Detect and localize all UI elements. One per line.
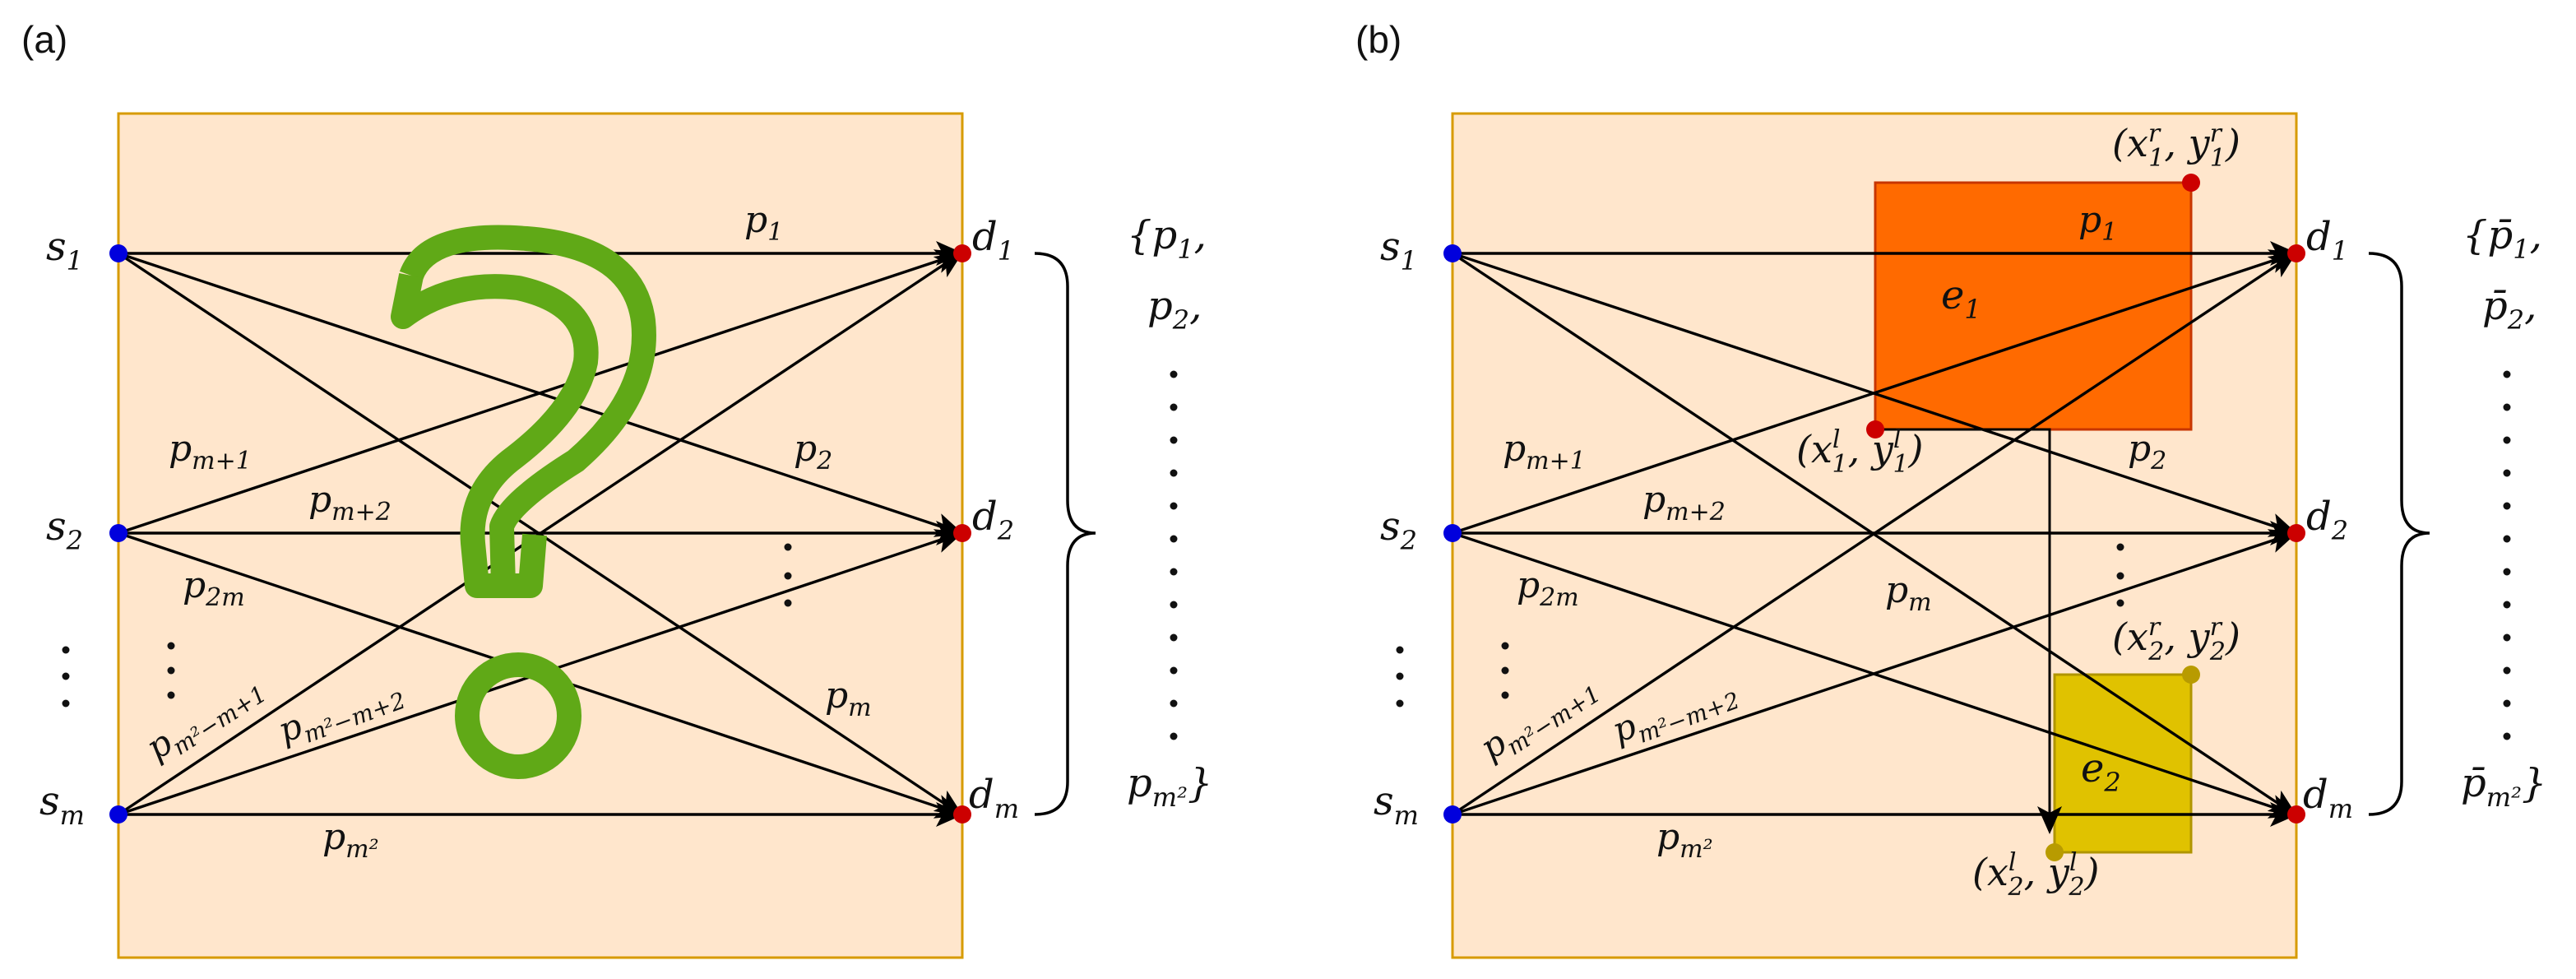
panel-b-edges [1452,241,2298,827]
path-label-pm2sq-b: pm² [1656,816,1713,864]
panel-b: (b) s1 [1355,18,2546,959]
set-item-2-b: p̄2, [2482,283,2537,336]
source-label-s1: s1 [46,224,83,276]
source-dot-sm-b [1443,805,1462,824]
source-label-s2: s2 [46,503,83,556]
set-vertical-ellipsis-b [2503,370,2511,740]
set-vertical-ellipsis [1170,370,1178,740]
dest-label-d1: d1 [972,214,1014,267]
path-label-p1-b: p1 [2078,199,2117,247]
path-label-pm2: pm+2 [308,479,391,527]
dest-label-dm-b: dm [2303,772,2353,824]
dest-label-d2-b: d2 [2306,494,2348,546]
obstacle-label-e1: e1 [1941,272,1981,325]
vertical-ellipsis-sources [62,646,70,708]
vertical-ellipsis-paths-right-b [2116,543,2124,607]
obstacle-e2 [2053,673,2193,854]
source-dot-sm [109,805,127,824]
edge-sm-d2-b [1452,529,2298,816]
path-label-pm2-b: pm+2 [1642,479,1726,527]
vertical-ellipsis-sources-b [1396,646,1404,708]
dest-dot-d2 [953,524,971,542]
edge-s2-d1 [118,249,964,535]
path-label-pm2sq: pm² [322,816,379,864]
vertical-ellipsis-paths-left [167,642,175,699]
source-dot-s1-b [1443,244,1462,262]
question-mark-icon [391,225,656,779]
dest-dot-d1 [953,244,971,262]
source-label-s1-b: s1 [1380,224,1417,276]
corner-dot-e2-upper-right [2182,666,2200,684]
brace-b [2368,252,2430,816]
set-item-last-b: p̄m²} [2461,760,2546,813]
path-label-p2: p2 [794,428,832,476]
path-label-p2-b: p2 [2128,428,2166,476]
dest-dot-d1-b [2287,244,2305,262]
panel-a: (a) s1 s2 sm d [21,18,1212,959]
obstacle-e1 [1874,181,2193,431]
path-label-p2m-b: p2m [1517,564,1579,612]
dest-dot-dm [953,805,971,824]
vertical-ellipsis-paths-left-b [1501,642,1509,699]
source-dot-s2 [109,524,127,542]
edge-sm-d1-b [1452,251,2298,816]
dest-dot-d2-b [2287,524,2305,542]
set-item-2: p2, [1147,283,1202,336]
source-label-sm: sm [39,778,85,831]
corner-dot-e1-upper-right [2182,174,2200,192]
vertical-ellipsis-paths-right [784,543,792,607]
obstacle-order-arrow [1875,428,2062,834]
path-label-p1: p1 [744,199,783,247]
set-item-last: pm²} [1127,760,1212,813]
path-label-p2m: p2m [183,564,245,612]
source-label-s2-b: s2 [1380,503,1417,556]
corner-dot-e2-lower-left [2046,843,2064,861]
path-label-pm1: pm+1 [169,428,252,476]
path-label-pm: pm [825,675,872,722]
edge-sm-d1 [118,251,964,816]
obstacle-label-e2: e2 [2081,745,2121,798]
source-dot-s1 [109,244,127,262]
set-item-1: {p1, [1127,212,1207,265]
dest-label-dm: dm [969,772,1019,824]
dest-dot-dm-b [2287,805,2305,824]
corner-dot-e1-lower-left [1866,420,1884,438]
source-dot-s2-b [1443,524,1462,542]
dest-label-d2: d2 [972,494,1014,546]
brace [1034,252,1096,816]
dest-label-d1-b: d1 [2306,214,2348,267]
edge-s2-d1-b [1452,249,2298,535]
set-item-1-b: {p̄1, [2462,212,2542,265]
panel-b-label: (b) [1355,18,1402,61]
panel-a-label: (a) [21,18,67,61]
path-label-pm-b: pm [1885,569,1932,617]
source-label-sm-b: sm [1374,778,1419,831]
path-label-pm1-b: pm+1 [1503,428,1586,476]
